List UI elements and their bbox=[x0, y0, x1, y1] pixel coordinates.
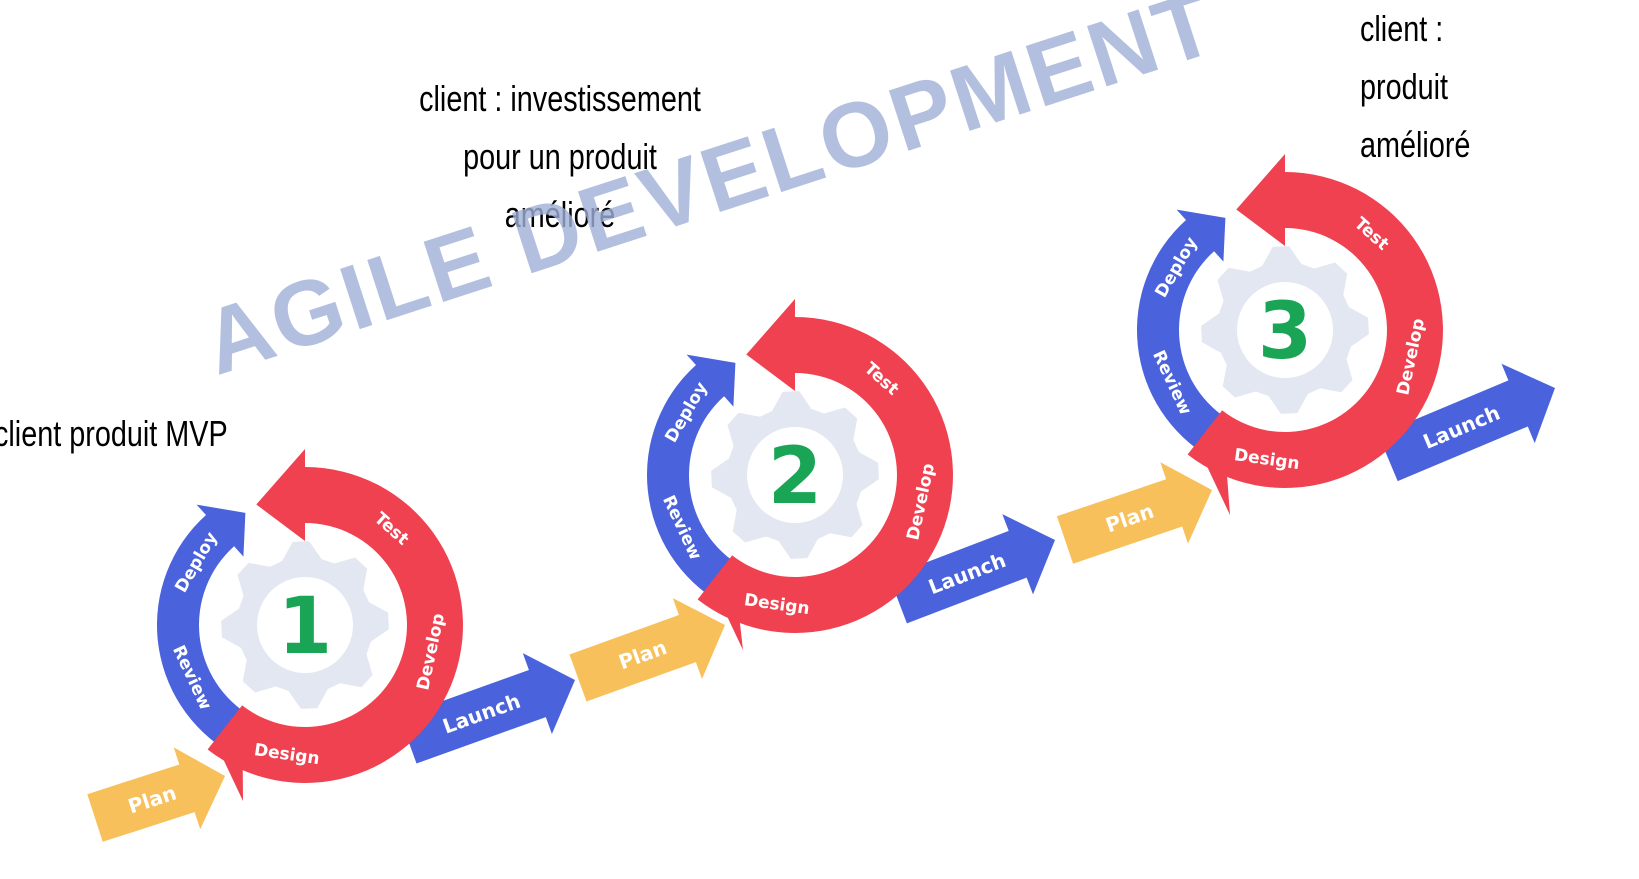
cycle-number: 3 bbox=[1258, 287, 1312, 377]
launch-arrow bbox=[1378, 363, 1555, 482]
launch-arrow bbox=[399, 653, 575, 764]
plan-arrow bbox=[1056, 462, 1212, 564]
review-deploy-ring bbox=[646, 354, 742, 604]
cycle-number: 1 bbox=[278, 582, 332, 672]
gear-hub bbox=[747, 427, 843, 523]
caption-mvp: client produit MVP bbox=[0, 413, 228, 454]
cycles-layer: PlanLaunch1TestDevelopDesignReviewDeploy… bbox=[87, 154, 1555, 842]
design-develop-test-ring bbox=[1187, 154, 1443, 488]
gear-hub bbox=[1237, 282, 1333, 378]
gear-hub bbox=[257, 577, 353, 673]
review-deploy-ring bbox=[1136, 209, 1232, 459]
launch-arrow bbox=[889, 514, 1055, 624]
agile-development-headline: AGILE DEVELOPMENT bbox=[192, 0, 1230, 394]
caption-investment: client : investissement pour un produit … bbox=[419, 78, 701, 235]
design-tail bbox=[697, 555, 743, 650]
design-develop-test-ring bbox=[207, 449, 463, 783]
plan-arrow bbox=[569, 598, 725, 702]
caption-improved-product: client : produit amélioré bbox=[1360, 8, 1471, 165]
review-deploy-ring bbox=[156, 504, 252, 754]
cycle-number: 2 bbox=[768, 432, 822, 522]
design-tail bbox=[1187, 410, 1230, 515]
design-develop-test-ring bbox=[697, 299, 953, 633]
design-tail bbox=[207, 705, 243, 801]
plan-arrow bbox=[87, 747, 225, 842]
